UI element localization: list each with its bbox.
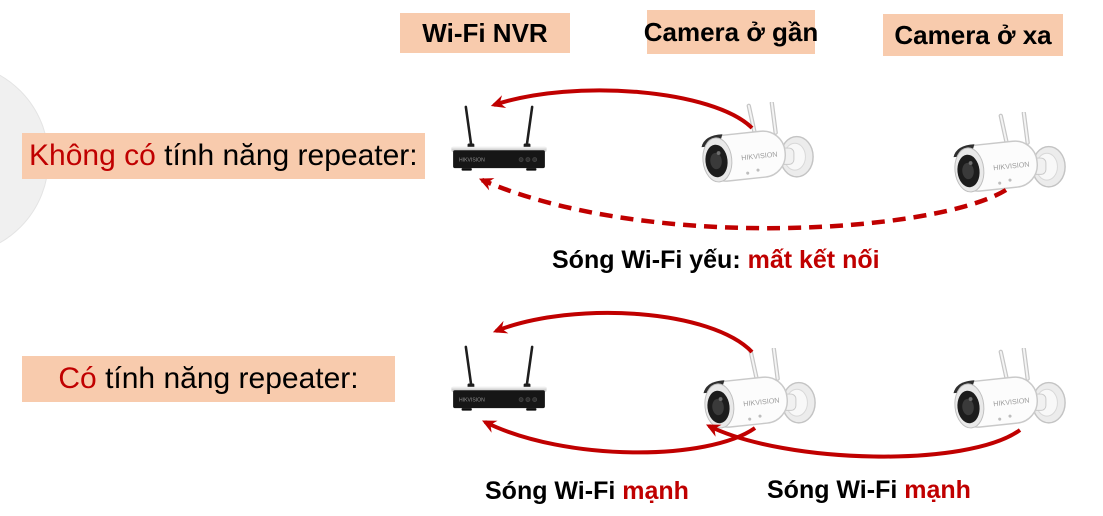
caption-strong-signal-left-red: mạnh bbox=[622, 477, 689, 505]
caption-strong-signal-left: Sóng Wi-Fi mạnh bbox=[485, 477, 689, 506]
caption-strong-signal-right-black: Sóng Wi-Fi bbox=[767, 476, 905, 504]
row-label-no-repeater: Không có tính năng repeater: bbox=[22, 133, 425, 179]
row-label-no-repeater-rest: tính năng repeater: bbox=[164, 139, 418, 172]
camera-far-device-row1 bbox=[940, 112, 1075, 208]
caption-weak-signal-red: mất kết nối bbox=[747, 246, 880, 274]
row-label-no-repeater-highlight: Không có bbox=[29, 139, 165, 172]
header-wifi-nvr-label: Wi-Fi NVR bbox=[422, 17, 548, 48]
caption-weak-signal-black: Sóng Wi-Fi yếu: bbox=[552, 246, 748, 274]
header-camera-near-label: Camera ở gần bbox=[643, 16, 819, 47]
header-wifi-nvr: Wi-Fi NVR bbox=[400, 13, 570, 53]
nvr-device-row2 bbox=[448, 340, 550, 415]
header-camera-far-label: Camera ở xa bbox=[894, 19, 1052, 50]
camera-near-device-row2 bbox=[690, 348, 825, 444]
caption-weak-signal: Sóng Wi-Fi yếu: mất kết nối bbox=[552, 246, 880, 275]
row-label-repeater-highlight: Có bbox=[58, 362, 106, 395]
camera-far-device-row2 bbox=[940, 348, 1075, 444]
header-camera-near: Camera ở gần bbox=[644, 10, 818, 54]
camera-near-device-row1 bbox=[688, 102, 823, 198]
caption-strong-signal-right-red: mạnh bbox=[904, 476, 971, 504]
caption-strong-signal-left-black: Sóng Wi-Fi bbox=[485, 477, 623, 505]
caption-strong-signal-right: Sóng Wi-Fi mạnh bbox=[767, 476, 971, 505]
header-camera-far: Camera ở xa bbox=[883, 14, 1063, 56]
row-label-repeater-rest: tính năng repeater: bbox=[105, 362, 359, 395]
row-label-repeater: Có tính năng repeater: bbox=[22, 356, 395, 402]
nvr-device-row1 bbox=[448, 100, 550, 175]
